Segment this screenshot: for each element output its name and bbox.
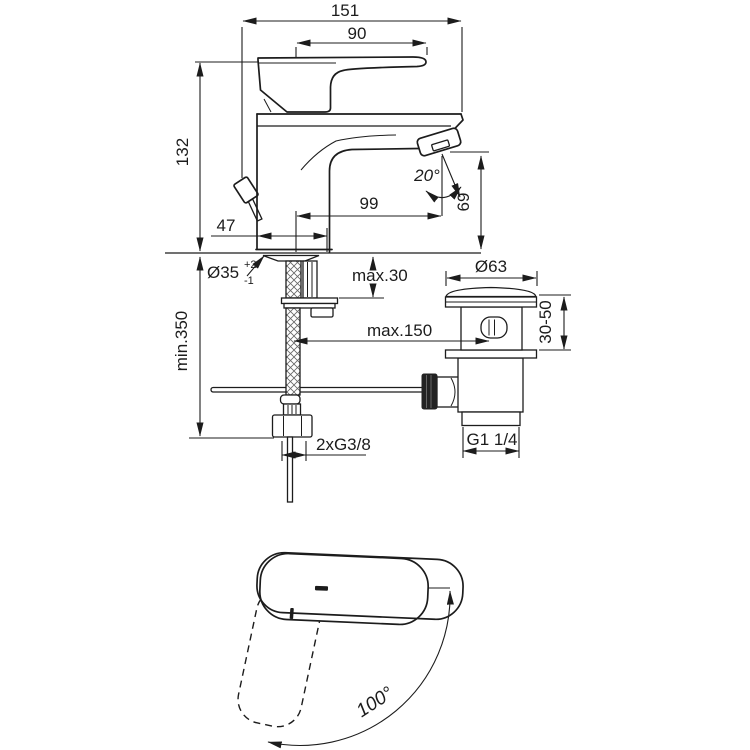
dim-overall-length: 151 (331, 1, 359, 20)
mounting-stud (302, 260, 318, 299)
dim-waste-cap-diameter: Ø63 (475, 257, 507, 276)
waste-cap-dome (445, 286, 537, 298)
spout-inner-curve (300, 134, 397, 171)
dim-rod-to-waste-max: max.150 (367, 321, 432, 340)
dim-mounting-hole-diameter: Ø35 (207, 263, 239, 282)
dim-lever-swing-angle: 100° (353, 683, 398, 722)
dim-waste-connection: G1 1/4 (466, 430, 517, 449)
mounting-flange (280, 297, 339, 305)
dim-min-hose-clearance: min.350 (172, 311, 191, 371)
dim-body-height: 132 (173, 138, 192, 166)
dim-spout-reach: 99 (360, 194, 379, 213)
pop-up-pull-rod (210, 386, 428, 393)
pull-knob (233, 176, 259, 204)
dim-outlet-angle: 20° (413, 166, 440, 185)
pop-up-waste-assembly (421, 286, 538, 427)
handle-body-outline (256, 551, 464, 626)
swing-arc (267, 587, 454, 749)
dim-max-deck-thickness: max.30 (352, 266, 408, 285)
hose-tail (286, 436, 294, 503)
waste-tailpipe (461, 411, 521, 427)
waste-lower-flange (444, 349, 538, 359)
hose-collar (279, 394, 301, 405)
handle-indicator-dash (314, 585, 329, 591)
dim-lever-length: 90 (348, 24, 367, 43)
handle-top-view: 100° (237, 551, 464, 749)
dimension-labels: 151 90 132 47 99 20° 69 Ø35 +2 -1 max.30… (172, 1, 555, 454)
aerator-housing (416, 127, 462, 157)
dim-waste-height-range: 30-50 (536, 300, 555, 343)
knurled-nut (421, 373, 438, 410)
dim-mounting-hole-tol-minus: -1 (244, 275, 254, 287)
dim-outlet-height: 69 (454, 193, 473, 212)
supply-hose-assembly (262, 254, 339, 503)
stud-nut (310, 307, 334, 318)
pull-knob-stem (247, 198, 263, 222)
braided-hose-upper (285, 260, 302, 299)
braided-hose-lower (285, 307, 301, 396)
dim-supply-connection: 2xG3/8 (316, 435, 371, 454)
rod-knuckle (436, 376, 460, 408)
lever-handle (257, 56, 427, 113)
dim-mounting-hole-tol-plus: +2 (244, 259, 257, 271)
dimension-lines (189, 17, 571, 461)
dim-mounting-hole: Ø35 +2 -1 (207, 259, 257, 287)
base-shroud (262, 254, 320, 262)
hose-hex-nut (271, 414, 313, 438)
dim-rear-offset: 47 (217, 216, 236, 235)
faucet-side-view (233, 56, 464, 253)
waste-lower-body (457, 357, 524, 413)
spout-underside (328, 147, 420, 253)
